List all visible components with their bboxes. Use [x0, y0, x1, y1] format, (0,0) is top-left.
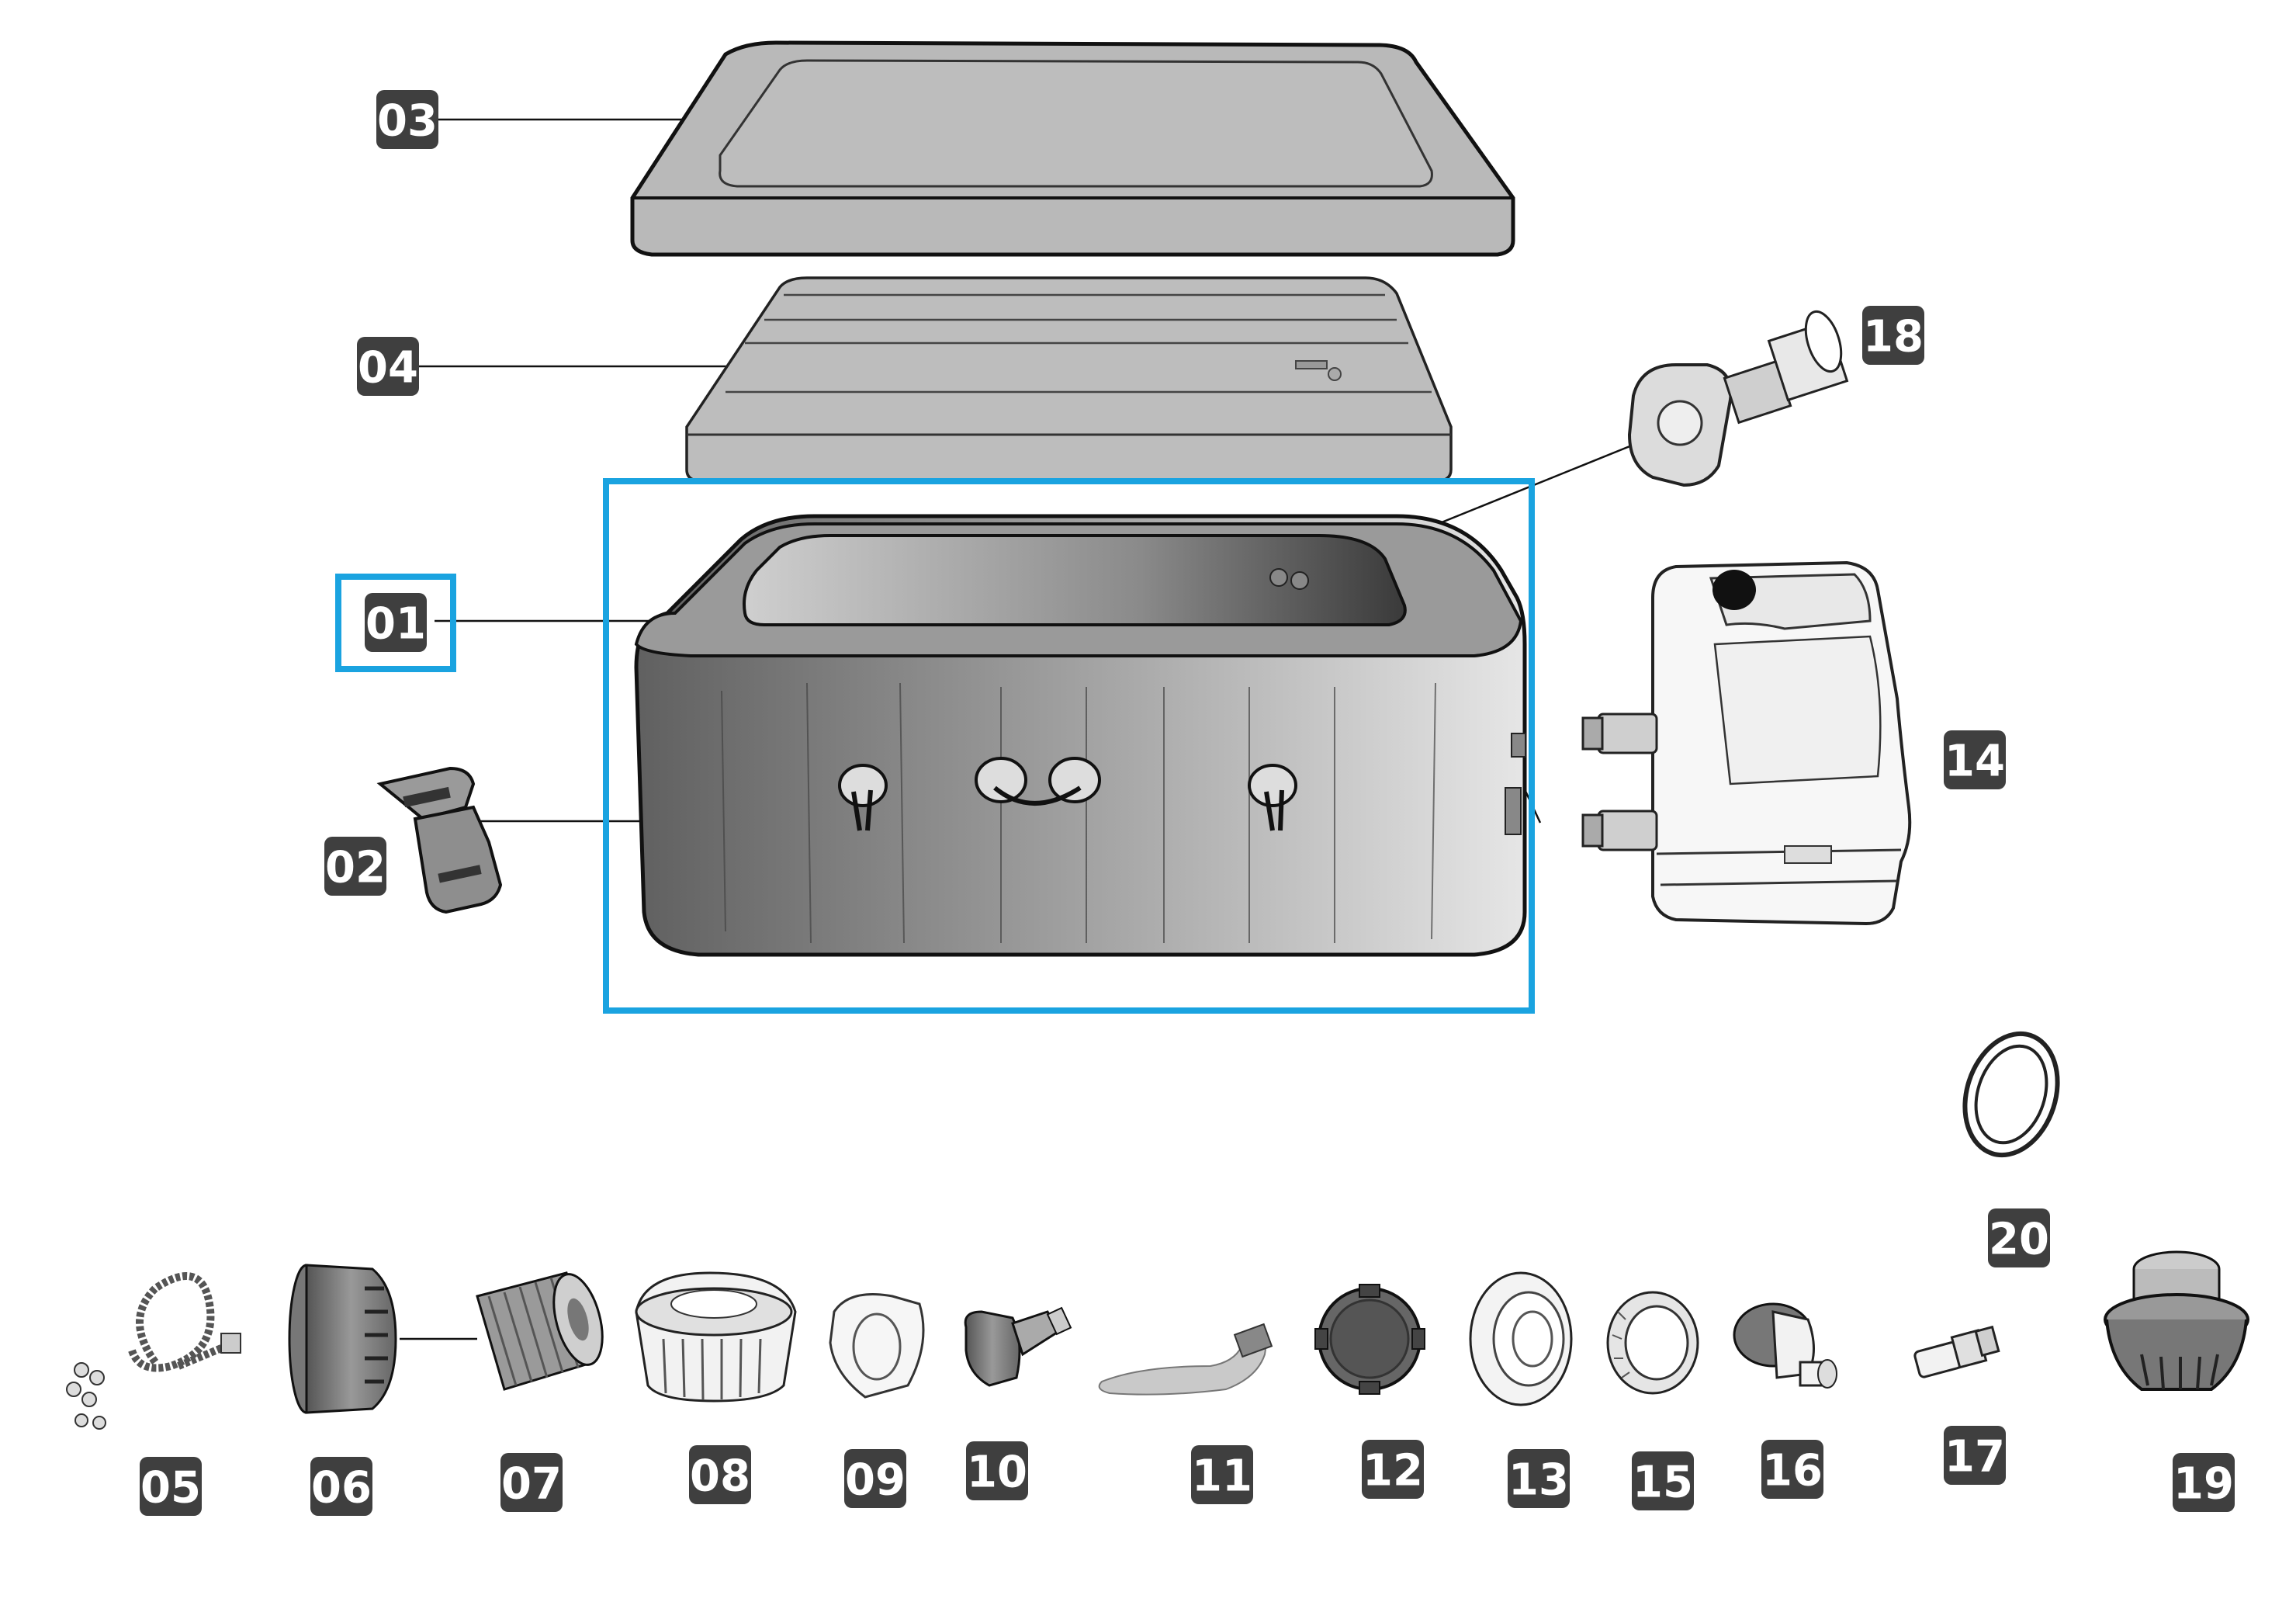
- air-valve-adapter-icon: [1913, 1325, 2000, 1378]
- part-label-text: 18: [1863, 312, 1924, 362]
- part-label-badge: [1508, 1449, 1570, 1508]
- part-label-16: 16: [1761, 1440, 1823, 1499]
- part-label-badge: [500, 1453, 563, 1512]
- spa-cover-icon: [630, 40, 1515, 257]
- part-label-text: 20: [1989, 1215, 2049, 1265]
- part-label-text: 11: [1192, 1451, 1252, 1502]
- drain-cap-icon: [1314, 1284, 1425, 1395]
- part-label-10: 10: [966, 1441, 1028, 1500]
- part-label-badge: [1988, 1208, 2050, 1267]
- part-label-text: 06: [311, 1463, 372, 1514]
- part-label-07: 07: [500, 1453, 563, 1512]
- part-label-badge: [324, 837, 386, 896]
- part-label-11: 11: [1191, 1445, 1253, 1504]
- part-label-14: 14: [1944, 730, 2006, 789]
- part-label-badge: [140, 1457, 202, 1516]
- part-label-text: 13: [1508, 1455, 1569, 1506]
- part-label-text: 12: [1363, 1446, 1423, 1496]
- part-label-text: 02: [325, 843, 386, 893]
- cleaning-brush-icon: [1098, 1323, 1273, 1396]
- valve-nozzle-icon: [964, 1306, 1072, 1387]
- part-label-badge: [1761, 1440, 1823, 1499]
- part-label-17: 17: [1944, 1426, 2006, 1485]
- part-label-text: 14: [1945, 737, 2005, 787]
- strainer-cover-icon: [1469, 1271, 1573, 1406]
- chemical-floater-icon: [635, 1271, 797, 1403]
- part-label-badge: [1191, 1445, 1253, 1504]
- elbow-valve-icon: [1733, 1302, 1837, 1389]
- part-label-02: 02: [324, 837, 386, 896]
- part-label-badge: [2173, 1453, 2235, 1512]
- part-label-badge: [1944, 730, 2006, 789]
- part-label-03: 03: [376, 90, 438, 149]
- drain-plug-valve-icon: [2104, 1250, 2249, 1391]
- connector-ring-icon: [829, 1293, 925, 1399]
- part-label-20: 20: [1988, 1208, 2050, 1267]
- part-label-badge: [1862, 306, 1924, 365]
- part-label-text: 10: [967, 1448, 1027, 1498]
- part-label-badge: [1632, 1451, 1694, 1510]
- part-label-08: 08: [689, 1445, 751, 1504]
- part-label-badge: [357, 337, 419, 396]
- part-label-01: 01: [365, 593, 427, 652]
- part-label-badge: [844, 1449, 906, 1508]
- part-label-badge: [966, 1441, 1028, 1500]
- part-label-text: 05: [140, 1463, 201, 1514]
- part-label-text: 17: [1945, 1432, 2005, 1482]
- part-label-04: 04: [357, 337, 419, 396]
- part-label-text: 08: [690, 1451, 750, 1502]
- part-label-13: 13: [1508, 1449, 1570, 1508]
- threaded-nut-icon: [1606, 1291, 1699, 1395]
- hose-kit-icon: [66, 1272, 241, 1430]
- part-label-badge: [1944, 1426, 2006, 1485]
- part-label-text: 15: [1633, 1458, 1693, 1508]
- part-label-badge: [365, 593, 427, 652]
- part-label-text: 03: [377, 96, 438, 147]
- buckle-clip-icon: [376, 766, 503, 914]
- part-label-05: 05: [140, 1457, 202, 1516]
- part-label-text: 09: [845, 1455, 906, 1506]
- highlight-frame-tub: [603, 478, 1535, 1014]
- part-label-badge: [1362, 1440, 1424, 1499]
- highlight-frame-label-01: [335, 574, 456, 672]
- part-label-text: 01: [365, 599, 426, 650]
- filter-housing-icon: [288, 1264, 397, 1414]
- pump-heater-unit-icon: [1581, 560, 1912, 926]
- jet-nozzle-icon: [1627, 310, 1849, 487]
- part-label-badge: [310, 1457, 372, 1516]
- part-label-06: 06: [310, 1457, 372, 1516]
- inflatable-lid-icon: [685, 276, 1453, 483]
- part-label-text: 19: [2173, 1459, 2234, 1510]
- part-label-text: 16: [1762, 1446, 1823, 1496]
- seal-ring-icon: [1962, 1031, 2060, 1158]
- part-label-badge: [376, 90, 438, 149]
- part-label-15: 15: [1632, 1451, 1694, 1510]
- filter-cartridge-icon: [476, 1271, 604, 1391]
- part-label-badge: [689, 1445, 751, 1504]
- part-label-text: 07: [501, 1459, 562, 1510]
- spa-tub-body-icon: [634, 514, 1527, 957]
- part-label-19: 19: [2173, 1453, 2235, 1512]
- part-label-text: 04: [358, 343, 418, 394]
- part-label-18: 18: [1862, 306, 1924, 365]
- part-labels: 01 02 03 04 05 06 07 08 09 10 11 12 13 14 15 16 17 18 19 20: [140, 90, 2235, 1516]
- part-label-09: 09: [844, 1449, 906, 1508]
- part-label-12: 12: [1362, 1440, 1424, 1499]
